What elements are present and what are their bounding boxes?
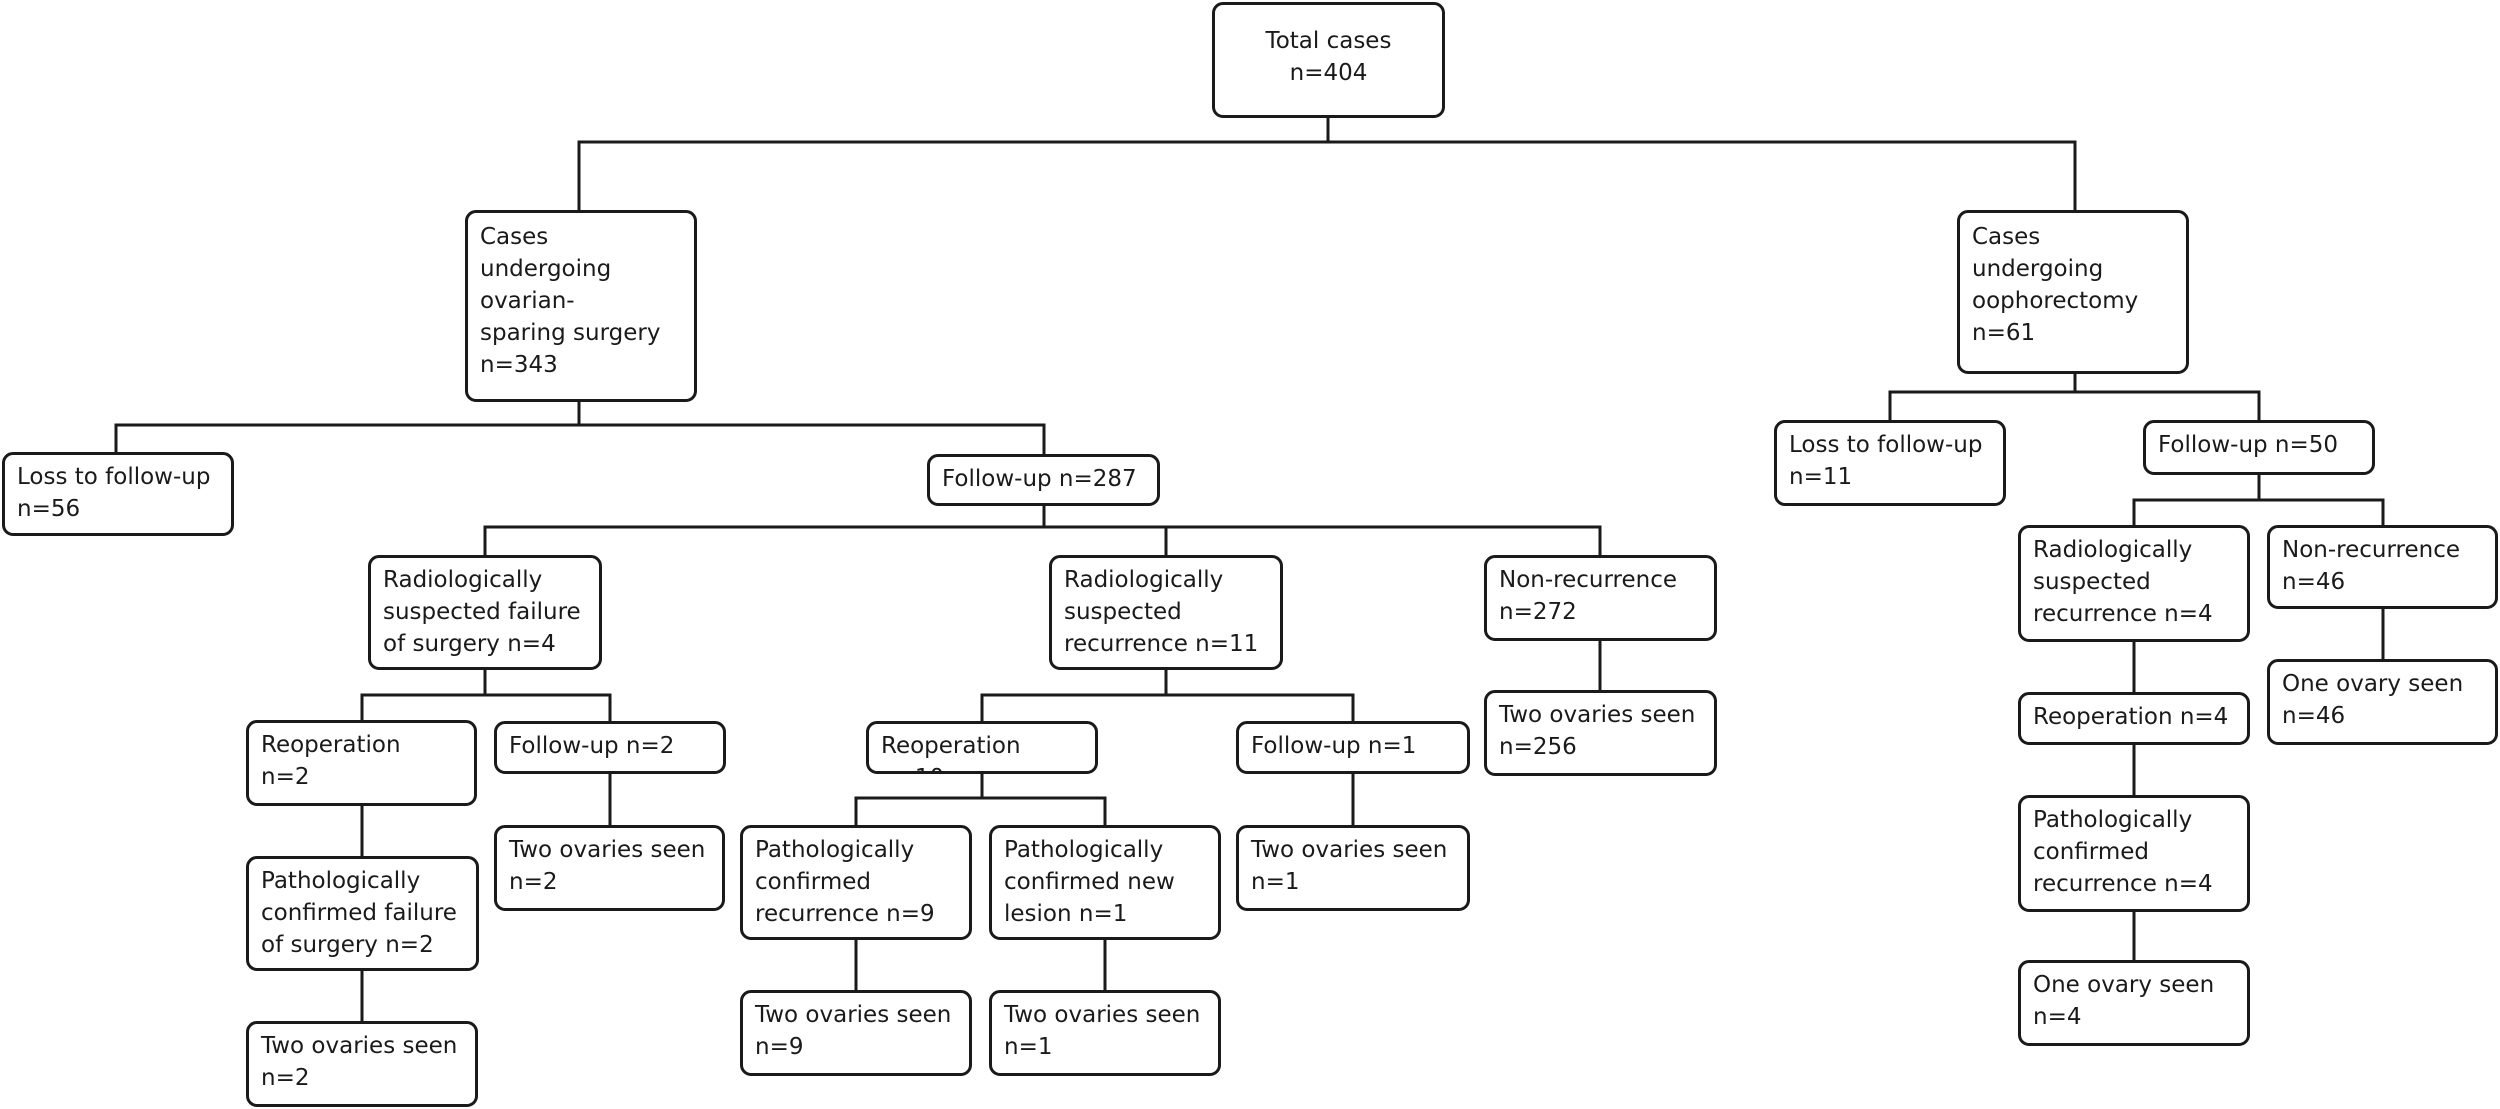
oo-non-recurrence-box: Non-recurrence n=46 [2267,525,2498,609]
oo-one-ovary-seen-4-box: One ovary seen n=4 [2018,960,2250,1046]
rec-path-confirmed-recurrence-box: Pathologically confirmed recurrence n=9 [740,825,972,940]
fail-followup-box: Follow-up n=2 [494,721,726,774]
fail-pathologically-confirmed-box: Pathologically confirmed failure of surg… [246,856,479,971]
oo-one-ovary-seen-46-box: One ovary seen n=46 [2267,659,2498,745]
total-cases-box: Total cases n=404 [1212,2,1445,118]
os-two-ovaries-seen-256-box: Two ovaries seen n=256 [1484,690,1717,776]
fail-followup-two-ovaries-box: Two ovaries seen n=2 [494,825,725,911]
oo-reoperation-box: Reoperation n=4 [2018,692,2250,745]
rec-followup-two-ovaries-box: Two ovaries seen n=1 [1236,825,1470,911]
rec-path-confirmed-new-lesion-box: Pathologically confirmed new lesion n=1 [989,825,1221,940]
oo-pathologically-confirmed-box: Pathologically confirmed recurrence n=4 [2018,795,2250,912]
oophorectomy-box: Cases undergoing oophorectomy n=61 [1957,210,2189,374]
rec-followup-box: Follow-up n=1 [1236,721,1470,774]
oo-followup-box: Follow-up n=50 [2143,420,2375,475]
rec-reoperation-box: Reoperation n=10 [866,721,1098,774]
oo-recurrence-suspected-box: Radiologically suspected recurrence n=4 [2018,525,2250,642]
ovarian-sparing-box: Cases undergoing ovarian- sparing surger… [465,210,697,402]
os-non-recurrence-box: Non-recurrence n=272 [1484,555,1717,641]
os-failure-suspected-box: Radiologically suspected failure of surg… [368,555,602,670]
os-followup-box: Follow-up n=287 [927,454,1160,506]
fail-reoperation-box: Reoperation n=2 [246,720,477,806]
os-loss-to-followup-box: Loss to follow-up n=56 [2,452,234,536]
os-recurrence-suspected-box: Radiologically suspected recurrence n=11 [1049,555,1283,670]
oo-loss-to-followup-box: Loss to follow-up n=11 [1774,420,2006,506]
rec-path-new-two-ovaries-box: Two ovaries seen n=1 [989,990,1221,1076]
rec-path-rec-two-ovaries-box: Two ovaries seen n=9 [740,990,972,1076]
fail-path-two-ovaries-box: Two ovaries seen n=2 [246,1021,478,1107]
